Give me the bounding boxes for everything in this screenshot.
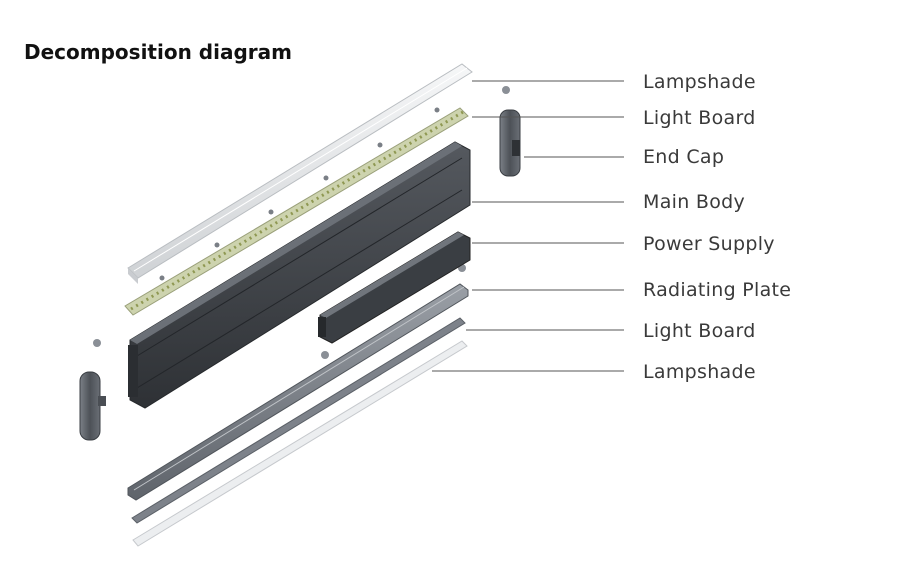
callout-lampshade-top: Lampshade [643, 71, 756, 93]
end-cap-left [79, 371, 106, 441]
callout-main-body: Main Body [643, 191, 745, 213]
callout-light-board-top: Light Board [643, 107, 756, 129]
light-board-bottom [131, 317, 466, 524]
page-title: Decomposition diagram [24, 40, 292, 64]
main-body [128, 141, 471, 409]
callout-radiating-plate: Radiating Plate [643, 279, 791, 301]
callout-end-cap: End Cap [643, 146, 724, 168]
radiating-plate [127, 283, 469, 501]
end-cap-right [499, 109, 521, 177]
lampshade-top [127, 63, 473, 284]
callout-lampshade-bottom: Lampshade [643, 361, 756, 383]
callout-power-supply: Power Supply [643, 233, 775, 255]
leader-lines [432, 80, 624, 372]
lampshade-bottom [132, 340, 468, 547]
light-board-top [124, 107, 469, 316]
callout-light-board-bottom: Light Board [643, 320, 756, 342]
power-supply [318, 231, 471, 344]
screw-icons [93, 86, 510, 359]
